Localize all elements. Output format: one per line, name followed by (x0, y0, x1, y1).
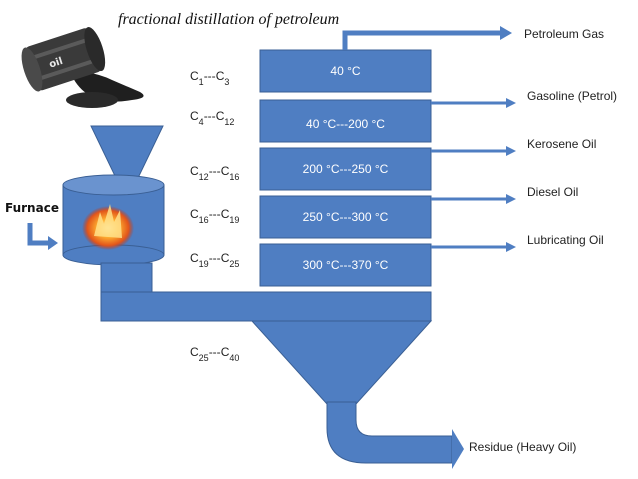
carbon-base: C (190, 69, 199, 83)
carbon-min: 1 (199, 77, 204, 87)
carbon-range: C16---C19 (190, 207, 239, 225)
carbon-min: 25 (199, 353, 209, 363)
arrow-head-icon (452, 429, 464, 469)
arrow-head-icon (506, 146, 516, 156)
tray-temperature: 300 °C---370 °C (303, 258, 389, 272)
furnace-inlet-arrow (27, 223, 50, 246)
arrow-head-icon (506, 194, 516, 204)
arrow-head-icon (48, 236, 58, 250)
carbon-separator: --- (209, 251, 221, 265)
carbon-max: 3 (224, 77, 229, 87)
carbon-max: 25 (229, 259, 239, 269)
residue-carbon-range: C25---C40 (190, 345, 239, 363)
carbon-separator: --- (209, 345, 221, 359)
tray-temperature: 40 °C (330, 64, 360, 78)
carbon-base: C (221, 345, 230, 359)
product-label: Kerosene Oil (527, 137, 596, 151)
residue-pipe (326, 401, 453, 464)
carbon-base: C (221, 207, 230, 221)
carbon-base: C (221, 251, 230, 265)
tray-box (259, 99, 432, 143)
tray-temperature: 40 °C---200 °C (306, 117, 385, 131)
carbon-base: C (190, 109, 199, 123)
carbon-separator: --- (209, 164, 221, 178)
arrow-head-icon (506, 98, 516, 108)
fire-icon (82, 204, 134, 250)
carbon-min: 16 (199, 215, 209, 225)
carbon-min: 4 (199, 117, 204, 127)
carbon-separator: --- (204, 109, 216, 123)
carbon-separator: --- (204, 69, 216, 83)
carbon-base: C (190, 345, 199, 359)
product-label: Petroleum Gas (524, 27, 604, 41)
carbon-min: 19 (199, 259, 209, 269)
carbon-base: C (190, 164, 199, 178)
carbon-separator: --- (209, 207, 221, 221)
carbon-range: C12---C16 (190, 164, 239, 182)
carbon-range: C19---C25 (190, 251, 239, 269)
residue-product-label: Residue (Heavy Oil) (469, 440, 576, 454)
carbon-max: 16 (229, 172, 239, 182)
carbon-base: C (216, 109, 225, 123)
arrow-head-icon (500, 26, 512, 40)
carbon-base: C (221, 164, 230, 178)
tray-box (259, 147, 432, 191)
arrow-head-icon (506, 242, 516, 252)
transfer-line (100, 291, 432, 322)
carbon-base: C (216, 69, 225, 83)
carbon-range: C4---C12 (190, 109, 234, 127)
product-label: Gasoline (Petrol) (527, 89, 617, 103)
carbon-base: C (190, 251, 199, 265)
product-label: Diesel Oil (527, 185, 578, 199)
tray-temperature: 250 °C---300 °C (303, 210, 389, 224)
tray-box (259, 243, 432, 287)
product-outlet-line (342, 30, 500, 50)
furnace-label: Furnace (5, 201, 59, 215)
tray-box (259, 49, 432, 93)
product-label: Lubricating Oil (527, 233, 604, 247)
feed-hopper (90, 125, 164, 179)
carbon-range: C1---C3 (190, 69, 229, 87)
tray-box (259, 195, 432, 239)
carbon-max: 19 (229, 215, 239, 225)
carbon-max: 12 (224, 117, 234, 127)
carbon-min: 12 (199, 172, 209, 182)
carbon-base: C (190, 207, 199, 221)
residue-funnel (250, 320, 433, 405)
oil-barrel-icon: oil (21, 27, 144, 108)
tray-temperature: 200 °C---250 °C (303, 162, 389, 176)
barrel-text: oil (48, 56, 64, 71)
carbon-max: 40 (229, 353, 239, 363)
diagram-title: fractional distillation of petroleum (118, 11, 339, 28)
